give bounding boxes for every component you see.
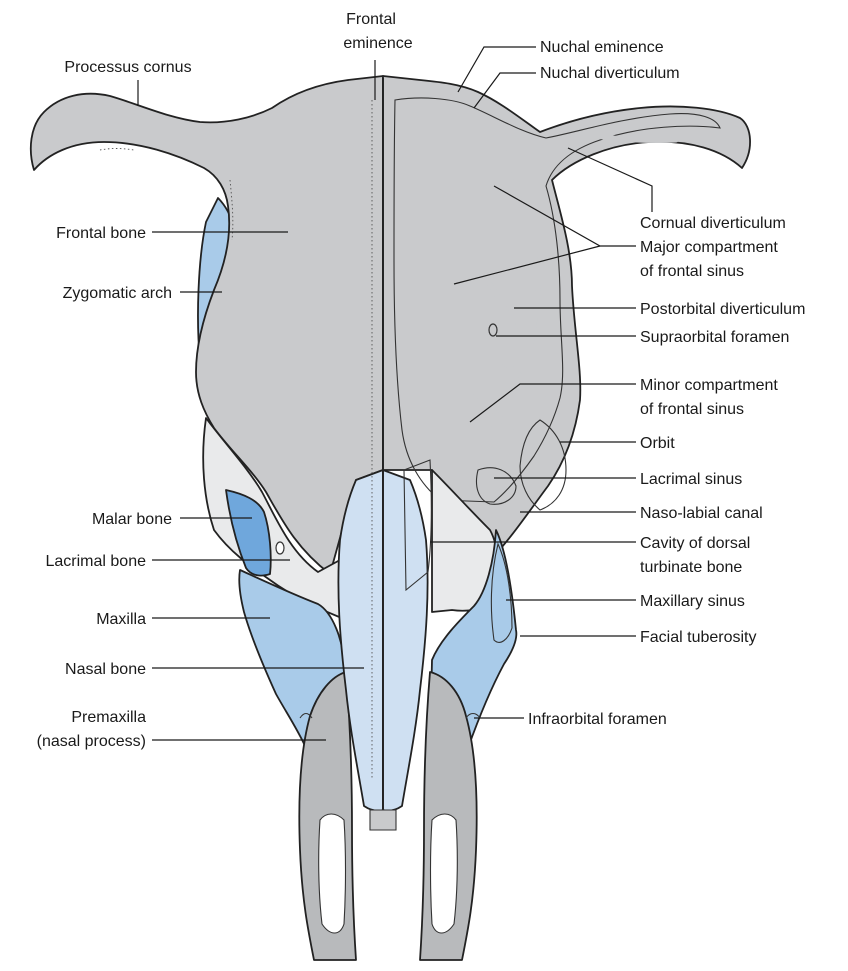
label-nuchal-diverticulum: Nuchal diverticulum (540, 65, 680, 82)
label-processus-cornus: Processus cornus (64, 59, 191, 76)
label-orbit: Orbit (640, 435, 675, 452)
supraorbital-foramen-hole (489, 324, 497, 336)
label-nuchal-eminence: Nuchal eminence (540, 39, 664, 56)
label-lacrimal-sinus: Lacrimal sinus (640, 471, 742, 488)
label-zygomatic-arch: Zygomatic arch (63, 285, 172, 302)
label-cavity-turbinate-line2: turbinate bone (640, 559, 742, 576)
label-frontal-eminence-line1: Frontal (346, 11, 396, 28)
label-infraorbital-foramen: Infraorbital foramen (528, 711, 667, 728)
label-major-compartment-line1: Major compartment (640, 239, 778, 256)
lacrimal-foramen (276, 542, 284, 554)
label-maxillary-sinus: Maxillary sinus (640, 593, 745, 610)
label-postorbital-diverticulum: Postorbital diverticulum (640, 301, 805, 318)
label-malar-bone: Malar bone (92, 511, 172, 528)
label-frontal-bone: Frontal bone (56, 225, 146, 242)
label-cornual-diverticulum: Cornual diverticulum (640, 215, 786, 232)
label-frontal-eminence-line2: eminence (343, 35, 412, 52)
label-naso-labial-canal: Naso-labial canal (640, 505, 763, 522)
label-premaxilla-line1: Premaxilla (71, 709, 146, 726)
incisive-openings (319, 810, 458, 933)
label-minor-compartment-line2: of frontal sinus (640, 401, 744, 418)
label-premaxilla-line2: (nasal process) (37, 733, 146, 750)
label-maxilla: Maxilla (96, 611, 146, 628)
label-minor-compartment-line1: Minor compartment (640, 377, 778, 394)
label-major-compartment-line2: of frontal sinus (640, 263, 744, 280)
label-supraorbital-foramen: Supraorbital foramen (640, 329, 789, 346)
suture-dots-horn (100, 149, 134, 151)
left-labels: Processus cornus Frontal bone Zygomatic … (37, 59, 192, 750)
label-lacrimal-bone: Lacrimal bone (46, 553, 147, 570)
label-facial-tuberosity: Facial tuberosity (640, 629, 757, 646)
label-cavity-turbinate-line1: Cavity of dorsal (640, 535, 750, 552)
nasal-bones (338, 460, 431, 811)
label-nasal-bone: Nasal bone (65, 661, 146, 678)
leader-nuchal-eminence (458, 47, 536, 92)
top-labels: Frontal eminence (343, 11, 412, 52)
